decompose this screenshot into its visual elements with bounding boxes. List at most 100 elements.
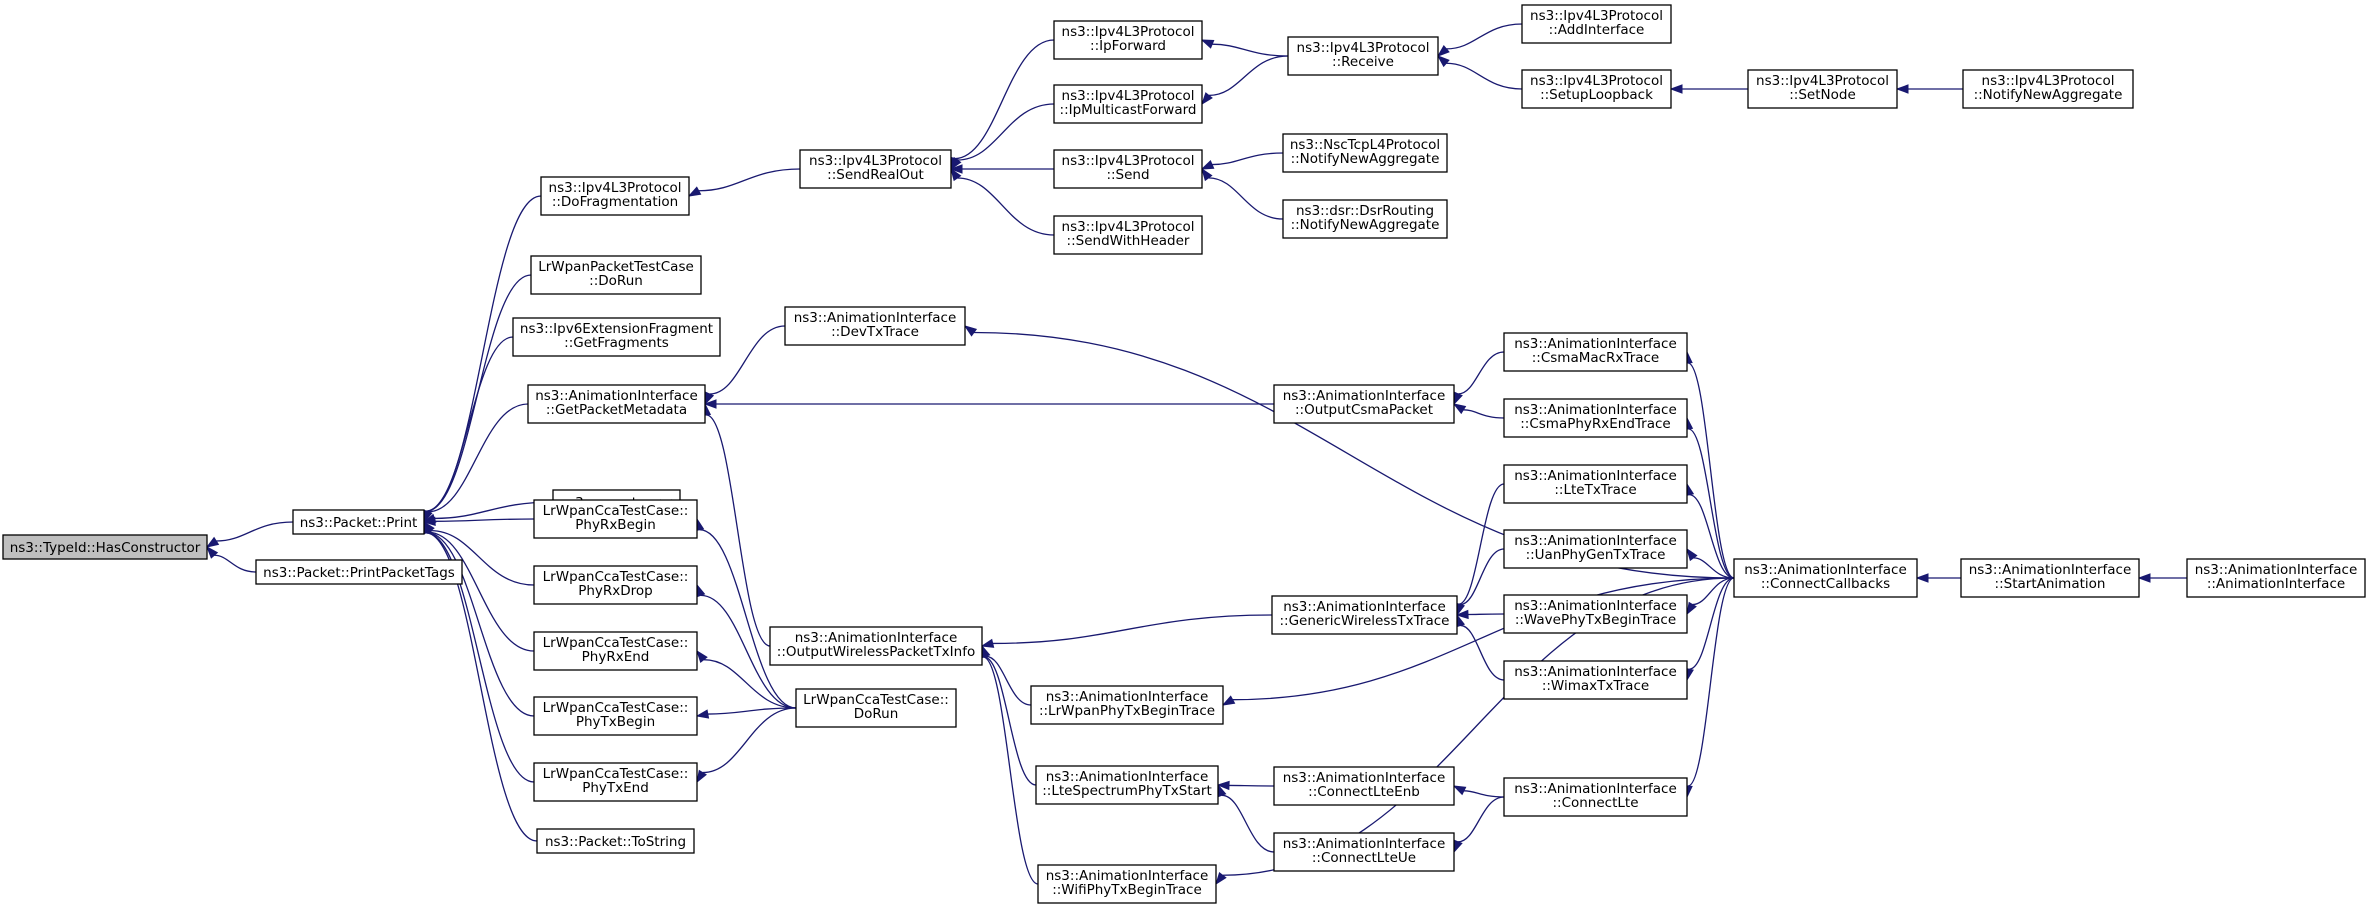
arrowhead [695,709,710,719]
node-box [2,534,208,560]
node-label: ::IpForward [1090,38,1166,54]
node-devtxtrace[interactable]: ns3::AnimationInterface::DevTxTrace [784,306,966,346]
node-label: ::OutputWirelessPacketTxInfo [777,644,975,660]
node-cca-phytxbegin[interactable]: LrWpanCcaTestCase::PhyTxBegin [533,696,698,736]
node-label: ::Receive [1332,54,1394,70]
node-label: ns3::Ipv4L3Protocol [809,153,942,169]
edge-setuploopback-to-receive [1436,55,1523,90]
edge-line [1458,483,1505,605]
node-packet-tostring[interactable]: ns3::Packet::ToString [536,828,695,854]
node-label: ns3::AnimationInterface [1514,781,1677,797]
node-connectcallbacks[interactable]: ns3::AnimationInterface::ConnectCallback… [1733,558,1918,598]
node-csmamacrxtrace[interactable]: ns3::AnimationInterface::CsmaMacRxTrace [1503,332,1688,372]
node-label: ::NotifyNewAggregate [1291,151,1440,167]
node-connectlte[interactable]: ns3::AnimationInterface::ConnectLte [1503,777,1688,817]
node-label: ::DoRun [589,273,643,289]
node-box [533,762,698,802]
node-sendwithheader[interactable]: ns3::Ipv4L3Protocol::SendWithHeader [1053,215,1203,255]
node-genericwirelesstxtrace[interactable]: ns3::AnimationInterface::GenericWireless… [1271,595,1458,635]
node-ltespectrumphytxstart[interactable]: ns3::AnimationInterface::LteSpectrumPhyT… [1035,765,1219,805]
node-box [512,317,721,357]
node-connectlteue[interactable]: ns3::AnimationInterface::ConnectLteUe [1273,832,1455,872]
node-dsr-notifynewaggregate[interactable]: ns3::dsr::DsrRouting::NotifyNewAggregate [1282,199,1448,239]
edge-line [1208,177,1284,220]
node-label: ::SetupLoopback [1540,87,1653,103]
edge-ltespectrumphytxstart-to-outputwirelesspackettxinfo [979,644,1037,786]
node-setnode[interactable]: ns3::Ipv4L3Protocol::SetNode [1747,69,1898,109]
node-wifiphytxbegintrace[interactable]: ns3::AnimationInterface::WifiPhyTxBeginT… [1037,864,1217,904]
edge-packet-printpackettags-to-hasconstructor [206,545,257,573]
node-cca-dorun[interactable]: LrWpanCcaTestCase::DoRun [795,688,957,728]
node-ipforward[interactable]: ns3::Ipv4L3Protocol::IpForward [1053,20,1203,60]
edge-line [954,39,1055,160]
node-animationinterface-ctor[interactable]: ns3::AnimationInterface::AnimationInterf… [2186,558,2366,598]
node-label: ::LteTxTrace [1554,482,1636,498]
node-cca-phytxend[interactable]: LrWpanCcaTestCase::PhyTxEnd [533,762,698,802]
node-lrwpanpacket-dorun[interactable]: LrWpanPacketTestCase::DoRun [530,255,702,295]
node-send[interactable]: ns3::Ipv4L3Protocol::Send [1053,149,1203,189]
edge-line [1688,428,1735,579]
arrowhead [422,516,436,527]
node-ltetxtrace[interactable]: ns3::AnimationInterface::LteTxTrace [1503,464,1688,504]
edge-line [1689,494,1735,579]
node-ipmulticastforward[interactable]: ns3::Ipv4L3Protocol::IpMulticastForward [1053,84,1203,124]
arrowhead [1452,403,1467,415]
edge-outputcsmapacket-to-getpacketmetadata [703,399,1274,409]
node-label: LrWpanCcaTestCase:: [543,569,689,585]
arrowhead [1436,44,1450,57]
node-label: PhyRxEnd [582,649,650,665]
node-csmaphyrxendtrace[interactable]: ns3::AnimationInterface::CsmaPhyRxEndTra… [1503,398,1688,438]
node-cca-phyrxdrop[interactable]: LrWpanCcaTestCase::PhyRxDrop [533,565,698,605]
node-hasconstructor[interactable]: ns3::TypeId::HasConstructor [2,534,208,560]
edge-connectcallbacks-to-uanphygentxtrace [1686,547,1735,579]
node-wavephytxbegintrace[interactable]: ns3::AnimationInterface::WavePhyTxBeginT… [1503,594,1688,634]
node-box [1053,215,1203,255]
node-connectlteenb[interactable]: ns3::AnimationInterface::ConnectLteEnb [1273,766,1455,806]
node-cca-phyrxbegin[interactable]: LrWpanCcaTestCase::PhyRxBegin [533,499,698,539]
node-label: ::GetPacketMetadata [546,402,687,418]
node-packet-printpackettags[interactable]: ns3::Packet::PrintPacketTags [255,559,463,585]
node-box [1282,199,1448,239]
node-addinterface[interactable]: ns3::Ipv4L3Protocol::AddInterface [1521,4,1672,44]
node-startanimation[interactable]: ns3::AnimationInterface::StartAnimation [1960,558,2140,598]
edge-line [985,655,1032,706]
arrowhead [696,649,708,663]
node-label: ::IpMulticastForward [1060,102,1197,118]
arrowhead [950,156,962,171]
arrowhead [950,167,962,182]
node-getpacketmetadata[interactable]: ns3::AnimationInterface::GetPacketMetada… [527,384,706,424]
edge-line [982,656,1039,885]
node-packet-print[interactable]: ns3::Packet::Print [292,509,425,535]
node-setuploopback[interactable]: ns3::Ipv4L3Protocol::SetupLoopback [1521,69,1672,109]
node-label: ns3::AnimationInterface [535,388,698,404]
arrowhead [1686,547,1698,562]
node-box [1503,777,1688,817]
node-label: LrWpanCcaTestCase:: [543,700,689,716]
node-label: ::ConnectLteEnb [1308,784,1420,800]
node-ipv6ext-getfragments[interactable]: ns3::Ipv6ExtensionFragment::GetFragments [512,317,721,357]
node-label: ns3::Ipv4L3Protocol [1062,219,1195,235]
node-label: LrWpanCcaTestCase:: [543,766,689,782]
node-label: ns3::AnimationInterface [794,310,957,326]
node-outputcsmapacket[interactable]: ns3::AnimationInterface::OutputCsmaPacke… [1273,384,1455,424]
edge-line [702,707,797,774]
node-sendrealout[interactable]: ns3::Ipv4L3Protocol::SendRealOut [799,149,952,189]
node-lrwpanphytxbegintrace[interactable]: ns3::AnimationInterface::LrWpanPhyTxBegi… [1030,685,1224,725]
node-label: ns3::Ipv4L3Protocol [1530,73,1663,89]
arrowhead [1200,160,1215,170]
node-uanphygentxtrace[interactable]: ns3::AnimationInterface::UanPhyGenTxTrac… [1503,529,1688,569]
node-dofragmentation[interactable]: ns3::Ipv4L3Protocol::DoFragmentation [540,176,690,216]
node-label: ::SendWithHeader [1067,233,1190,249]
node-label: ::CsmaPhyRxEndTrace [1520,416,1671,432]
node-label: ns3::dsr::DsrRouting [1296,203,1434,219]
node-box [1521,69,1672,109]
node-cca-phyrxend[interactable]: LrWpanCcaTestCase::PhyRxEnd [533,631,698,671]
node-box [533,499,698,539]
node-ipv4-notifynewaggregate[interactable]: ns3::Ipv4L3Protocol::NotifyNewAggregate [1962,69,2134,109]
node-nsctcp-notifynewaggregate[interactable]: ns3::NscTcpL4Protocol::NotifyNewAggregat… [1282,133,1448,173]
node-receive[interactable]: ns3::Ipv4L3Protocol::Receive [1287,36,1439,76]
arrowhead [206,545,219,559]
node-wimaxtxtrace[interactable]: ns3::AnimationInterface::WimaxTxTrace [1503,660,1688,700]
node-label: ns3::Ipv4L3Protocol [1062,153,1195,169]
node-outputwirelesspackettxinfo[interactable]: ns3::AnimationInterface::OutputWirelessP… [769,626,983,666]
